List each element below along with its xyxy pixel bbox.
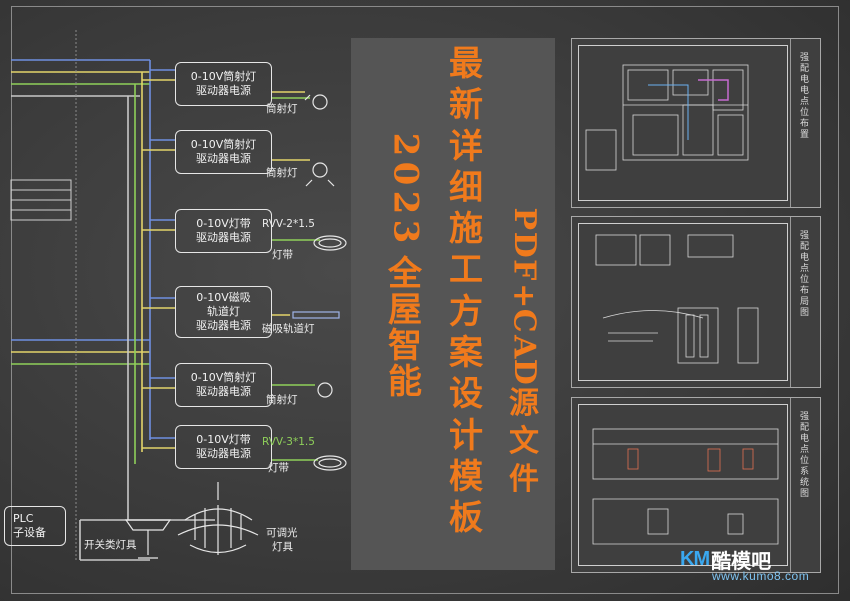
headline-glyph: 设 — [449, 374, 483, 415]
downlight-icon-1 — [312, 94, 328, 110]
driver-box-3: 0-10V灯带 驱动器电源 — [175, 209, 272, 253]
headline-glyph: 详 — [449, 126, 483, 167]
driver-label: 0-10V筒射灯 — [190, 70, 257, 83]
headline-panel — [351, 38, 555, 570]
plc-label: PLC — [13, 512, 34, 525]
headline-glyph: F — [506, 259, 542, 281]
logo-url[interactable]: www.kumo8.com — [712, 569, 810, 583]
driver-label: 0-10V灯带 — [196, 217, 251, 230]
load-label: 磁吸轨道灯 — [262, 323, 315, 335]
driver-box-6: 0-10V灯带 驱动器电源 — [175, 425, 272, 469]
headline-glyph: 2 — [385, 132, 426, 157]
cable-label: RVV-2*1.5 — [262, 218, 315, 230]
headline-main: 最新详细施工方案设计模板 — [445, 44, 487, 540]
driver-box-1: 0-10V筒射灯 驱动器电源 — [175, 62, 272, 106]
headline-glyph: 3 — [385, 219, 426, 243]
plc-sub-label: 子设备 — [13, 526, 46, 539]
headline-glyph: 件 — [509, 461, 539, 497]
load-label: 灯带 — [272, 249, 293, 261]
led-strip-icon-1 — [313, 235, 347, 251]
driver-label: 驱动器电源 — [196, 385, 251, 398]
headline-glyph: 施 — [449, 209, 483, 250]
logo-chinese: 酷模吧 — [711, 549, 772, 573]
headline-glyph: D — [506, 231, 542, 258]
headline-glyph: + — [506, 282, 542, 308]
dimmable-fixture-label-1: 可调光 — [266, 527, 298, 539]
headline-glyph: P — [506, 207, 542, 231]
floor-plan — [585, 64, 749, 171]
outer-frame — [11, 6, 839, 594]
driver-label: 驱动器电源 — [196, 319, 251, 332]
drawing-sheet-2: 强配电点位布局图 — [571, 216, 821, 388]
load-label: 筒射灯 — [266, 167, 298, 179]
headline-glyph: 板 — [449, 498, 483, 539]
driver-box-5: 0-10V筒射灯 驱动器电源 — [175, 363, 272, 407]
drawing-sheet-1: 强配电电点位布置 — [571, 38, 821, 208]
load-label: 筒射灯 — [266, 103, 298, 115]
cable-label: RVV-3*1.5 — [262, 436, 315, 448]
table-lamp-icon — [124, 519, 172, 531]
headline-glyph: 全 — [388, 253, 422, 294]
headline-glyph: A — [506, 334, 542, 358]
headline-glyph: 智 — [388, 325, 422, 366]
load-label: 筒射灯 — [266, 394, 298, 406]
driver-label: 驱动器电源 — [196, 231, 251, 244]
headline-glyph: 0 — [385, 161, 426, 186]
led-strip-icon-2 — [313, 455, 347, 471]
headline-glyph: 新 — [449, 85, 483, 126]
magnetic-track-icon — [292, 311, 340, 319]
headline-glyph: 源 — [509, 385, 539, 421]
driver-box-2: 0-10V筒射灯 驱动器电源 — [175, 130, 272, 174]
downlight-icon-3 — [317, 382, 333, 398]
driver-label: 轨道灯 — [207, 305, 240, 318]
driver-label: 0-10V灯带 — [196, 433, 251, 446]
driver-label: 0-10V筒射灯 — [190, 138, 257, 151]
chandelier-icon — [177, 482, 259, 555]
dimmable-fixture-label-2: 灯具 — [272, 541, 293, 553]
driver-label: 驱动器电源 — [196, 447, 251, 460]
headline-glyph: 工 — [449, 250, 483, 291]
logo-latin: KM — [680, 548, 710, 570]
sheet-title: 强配电点位系统图 — [800, 412, 810, 499]
headline-glyph: D — [506, 358, 542, 385]
driver-label: 0-10V筒射灯 — [190, 371, 257, 384]
driver-label: 0-10V磁吸 — [196, 291, 251, 304]
headline-glyph: 计 — [449, 415, 483, 456]
switch-fixture-label: 开关类灯具 — [84, 539, 137, 551]
system-drawing — [592, 428, 779, 545]
downlight-icon-2 — [312, 162, 328, 178]
load-label: 灯带 — [268, 462, 289, 474]
driver-label: 驱动器电源 — [196, 152, 251, 165]
headline-glyph: 屋 — [388, 289, 422, 330]
brand-logo[interactable]: KM 酷模吧 — [680, 545, 771, 574]
headline-glyph: 能 — [388, 361, 422, 402]
headline-glyph: 案 — [449, 333, 483, 374]
headline-glyph: 方 — [449, 291, 483, 332]
headline-glyph: C — [506, 308, 542, 333]
driver-box-4: 0-10V磁吸 轨道灯 驱动器电源 — [175, 286, 272, 338]
drawing-sheet-3: 强配电点位系统图 — [571, 397, 821, 573]
headline-glyph: 文 — [509, 423, 539, 459]
detail-drawing — [595, 234, 759, 364]
headline-glyph: 2 — [385, 190, 426, 215]
driver-label: 驱动器电源 — [196, 84, 251, 97]
sheet-title: 强配电电点位布置 — [800, 53, 810, 140]
headline-glyph: 最 — [449, 44, 483, 84]
plc-box: PLC 子设备 — [4, 506, 66, 546]
headline-glyph: 模 — [449, 456, 483, 497]
headline-year: 2 0 2 3 全屋智能 — [384, 130, 426, 400]
sheet-title: 强配电点位布局图 — [800, 231, 810, 318]
headline-glyph: 细 — [449, 167, 483, 208]
